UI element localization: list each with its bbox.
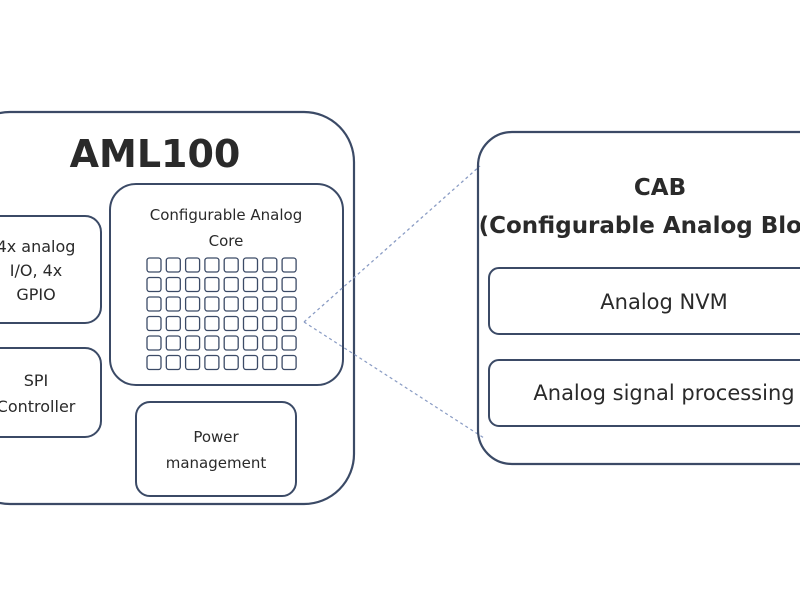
aml100-chip: AML100 4x analog I/O, 4x GPIO SPI Contro… [0, 110, 356, 506]
analog-nvm-label: Analog NVM [600, 290, 727, 314]
cab-grid-cell [223, 354, 239, 371]
cab-grid-cell [262, 315, 278, 332]
cab-grid-cell [204, 315, 220, 332]
cab-grid-cell [223, 315, 239, 332]
cab-grid-cell [146, 315, 162, 332]
cab-grid-cell [281, 335, 297, 351]
spi-controller-block: SPI Controller [0, 347, 102, 438]
cab-grid-cell [242, 276, 259, 293]
cab-grid-cell [184, 315, 201, 332]
cab-grid-cell [165, 296, 181, 312]
io-block: 4x analog I/O, 4x GPIO [0, 215, 102, 324]
cab-grid-cell [165, 335, 181, 351]
cab-grid-cell [223, 335, 239, 351]
cab-grid-cell [204, 354, 220, 371]
aml100-outline [0, 110, 356, 506]
cab-grid-cell [204, 276, 220, 293]
cab-grid-cell [184, 296, 201, 312]
cab-grid-cell [146, 335, 162, 351]
io-block-line2: I/O, 4x [10, 261, 63, 280]
cab-grid-cell [262, 296, 278, 312]
configurable-analog-core-block: Configurable Analog Core [109, 183, 344, 386]
core-block-line2: Core [209, 232, 244, 250]
cab-grid-cell [184, 354, 201, 371]
cab-grid-cell [165, 354, 181, 371]
analog-signal-processing-block: Analog signal processing [488, 359, 800, 427]
spi-block-box [0, 347, 102, 438]
cab-grid-cell [204, 296, 220, 312]
cab-title-line1: CAB [634, 175, 686, 201]
cab-grid-cell [242, 257, 259, 273]
power-management-block: Power management [135, 401, 297, 497]
cab-grid-cell [146, 354, 162, 371]
cab-grid-cell [262, 335, 278, 351]
cab-grid-cell [146, 276, 162, 293]
io-block-line1: 4x analog [0, 237, 75, 256]
io-block-line3: GPIO [16, 285, 55, 304]
cab-title-line2: (Configurable Analog Block) [479, 213, 800, 239]
cab-grid-cell [223, 276, 239, 293]
cab-grid-cell [223, 257, 239, 273]
cab-outline [476, 130, 800, 466]
cab-grid-cell [204, 335, 220, 351]
cab-grid-cell [242, 296, 259, 312]
cab-grid-cell [242, 315, 259, 332]
cab-grid-cell [262, 354, 278, 371]
cab-detail-block: CAB (Configurable Analog Block) Analog N… [476, 130, 800, 466]
power-block-line1: Power [193, 428, 239, 446]
cab-grid-cell [165, 315, 181, 332]
cab-grid-cell [281, 354, 297, 371]
cab-grid-cell [165, 276, 181, 293]
cab-grid [146, 257, 297, 371]
cab-grid-cell [146, 296, 162, 312]
cab-grid-cell [223, 296, 239, 312]
cab-grid-cell [184, 276, 201, 293]
power-block-line2: management [166, 454, 267, 472]
connector-line-top [303, 165, 481, 323]
power-block-box [135, 401, 297, 497]
analog-signal-processing-label: Analog signal processing [533, 381, 794, 405]
cab-grid-cell [262, 257, 278, 273]
core-block-line1: Configurable Analog [150, 206, 303, 224]
cab-grid-cell [242, 354, 259, 371]
cab-grid-cell [165, 257, 181, 273]
aml100-title: AML100 [70, 132, 241, 176]
spi-block-line1: SPI [24, 371, 49, 390]
analog-nvm-block: Analog NVM [488, 267, 800, 335]
cab-grid-cell [262, 276, 278, 293]
cab-grid-cell [204, 257, 220, 273]
zoom-connectors [303, 165, 485, 439]
cab-grid-cell [281, 315, 297, 332]
io-block-box [0, 215, 102, 324]
cab-grid-cell [281, 276, 297, 293]
spi-block-line2: Controller [0, 397, 76, 416]
cab-grid-cell [184, 335, 201, 351]
analog-nvm-box [488, 267, 800, 335]
cab-grid-cell [281, 257, 297, 273]
cab-grid-cell [242, 335, 259, 351]
cab-grid-cell [184, 257, 201, 273]
core-block-box [109, 183, 344, 386]
cab-grid-cell [281, 296, 297, 312]
analog-signal-processing-box [488, 359, 800, 427]
cab-grid-cell [146, 257, 162, 273]
